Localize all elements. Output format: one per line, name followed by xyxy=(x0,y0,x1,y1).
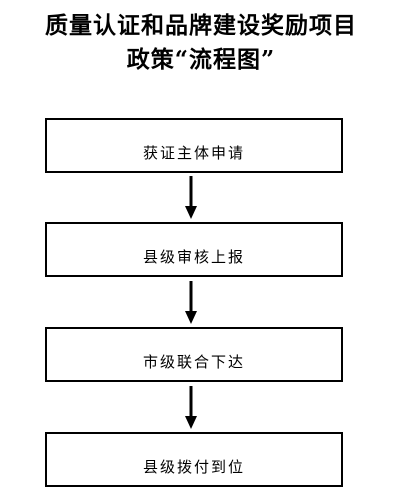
arrow-down-icon xyxy=(183,386,199,430)
arrow-down-icon xyxy=(183,176,199,220)
step-box-1: 获证主体申请 xyxy=(45,118,343,173)
step-box-3: 市级联合下达 xyxy=(45,327,343,382)
step-label-3: 市级联合下达 xyxy=(142,353,245,371)
step-label-2: 县级审核上报 xyxy=(142,248,245,266)
step-label-1: 获证主体申请 xyxy=(142,144,245,162)
arrow-down-icon xyxy=(183,281,199,325)
title-line-1: 质量认证和品牌建设奖励项目 xyxy=(45,12,357,39)
step-label-4: 县级拨付到位 xyxy=(142,458,245,476)
step-box-2: 县级审核上报 xyxy=(45,222,343,277)
title-line-2: 政策“流程图” xyxy=(126,46,276,73)
step-box-4: 县级拨付到位 xyxy=(45,432,343,487)
